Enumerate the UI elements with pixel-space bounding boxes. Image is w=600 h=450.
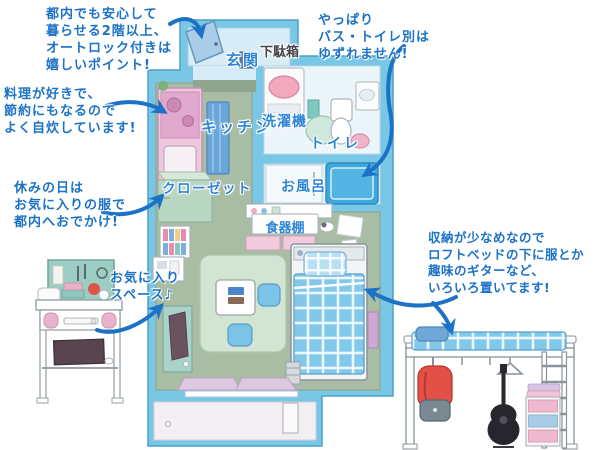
floor-papers bbox=[336, 213, 364, 239]
loft-ladder-in-plan bbox=[285, 361, 301, 385]
room-label-closet: クローゼット bbox=[162, 181, 252, 197]
annotation-favorite-space: お気に入り スペース♪ bbox=[110, 271, 181, 304]
toilet bbox=[305, 98, 353, 145]
storage-drawers bbox=[525, 383, 561, 447]
low-table bbox=[215, 279, 256, 316]
arrow-bath-toilet bbox=[361, 44, 406, 178]
annotation-autolock: 都内でも安心して 暮らせる2階以上、 オートロック付きは 嬉しいポイント! bbox=[46, 7, 173, 74]
kitchen-rug bbox=[206, 101, 230, 175]
arrow-cooking bbox=[104, 98, 168, 114]
desk-foot-left bbox=[36, 397, 49, 404]
cat bbox=[319, 221, 335, 233]
door-mat-left bbox=[177, 377, 241, 391]
room-label-kitchen: キッチン bbox=[201, 118, 274, 136]
room-label-toilet: トイレ bbox=[310, 136, 361, 152]
annotation-bath-toilet: やっぱり バス・トイレ別は ゆずれません! bbox=[318, 13, 431, 63]
speaker-shelf bbox=[39, 309, 121, 331]
room-label-dish-cabinet: 食器棚 bbox=[265, 221, 305, 236]
bathroom-door bbox=[265, 164, 323, 204]
bath-stool bbox=[350, 133, 370, 149]
annotation-storage: 収納が少なめなので ロフトベッドの下に服とか 趣味のギターなど、 いろいろ置いて… bbox=[428, 230, 585, 295]
desk-in-plan bbox=[152, 256, 185, 282]
entrance-step bbox=[193, 80, 256, 92]
loftbed-illustration bbox=[402, 326, 578, 450]
bed bbox=[290, 243, 368, 381]
arrow-favorite-space bbox=[95, 303, 164, 334]
room-label-washing-machine: 洗濯機 bbox=[262, 114, 307, 130]
guitar bbox=[487, 364, 520, 448]
annotation-cooking: 料理が好きで、 節約にもなるので よく自炊しています! bbox=[4, 87, 137, 137]
room-label-shoe-cabinet: 下駄箱 bbox=[260, 45, 300, 60]
balcony-ac-unit bbox=[282, 402, 299, 434]
monitor bbox=[52, 338, 106, 366]
arrow-storage-to-loftbed bbox=[431, 301, 456, 336]
cushion-bottom bbox=[227, 323, 253, 347]
room-label-entrance: 玄関 bbox=[226, 51, 261, 69]
room-label-bath: お風呂 bbox=[281, 179, 326, 195]
annotation-outing: 休みの日は お気に入りの服で 都内へおでかけ! bbox=[14, 181, 127, 231]
bookshelf bbox=[159, 225, 191, 259]
loft-pillow bbox=[415, 326, 449, 342]
desk-items bbox=[37, 282, 110, 303]
curtain-strip bbox=[367, 311, 379, 349]
arrow-autolock bbox=[168, 17, 207, 40]
shoe-cabinet-box bbox=[239, 51, 255, 69]
window bbox=[184, 390, 299, 398]
mouse bbox=[104, 357, 114, 365]
tv-stand bbox=[162, 305, 193, 373]
arrow-outing bbox=[101, 193, 165, 217]
cushion-right bbox=[257, 283, 281, 307]
loft-mattress bbox=[411, 331, 567, 351]
towel bbox=[307, 99, 320, 119]
desk-illustration bbox=[35, 259, 124, 404]
desk-foot-right bbox=[111, 397, 124, 404]
balcony-drain bbox=[165, 421, 171, 427]
door-mat-right bbox=[235, 377, 297, 391]
backpack bbox=[417, 357, 453, 422]
washing-machine bbox=[263, 67, 305, 117]
washroom-sink bbox=[355, 81, 380, 111]
